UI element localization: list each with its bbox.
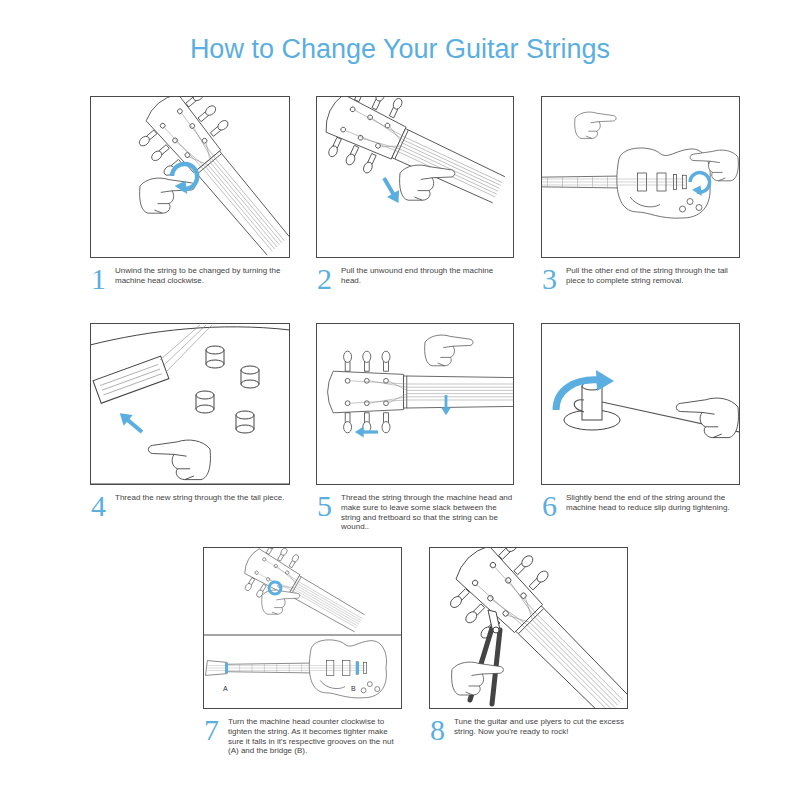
step-number: 4 xyxy=(91,491,106,521)
part-label: A xyxy=(222,685,229,692)
part-label: B xyxy=(350,685,357,692)
step-panel: 6Slightly bend the end of the string aro… xyxy=(541,323,740,485)
step-number: 1 xyxy=(91,264,106,294)
step-number: 8 xyxy=(430,715,445,745)
step-panel: 3Pull the other end of the string throug… xyxy=(541,96,740,258)
step-number: 2 xyxy=(317,264,332,294)
step-caption: Unwind the string to be changed by turni… xyxy=(115,266,291,286)
step-panel: 8Tune the guitar and use plyers to cut t… xyxy=(429,547,628,709)
step-caption: Pull the other end of the string through… xyxy=(566,266,741,286)
step-panel: 2Pull the unwound end through the machin… xyxy=(316,96,514,258)
step-caption: Turn the machine head counter clockwise … xyxy=(228,717,403,756)
step-number: 6 xyxy=(542,491,557,521)
step-panel: 5Thread the string through the machine h… xyxy=(316,323,514,485)
diagram-title: How to Change Your Guitar Strings xyxy=(0,34,800,65)
step-number: 5 xyxy=(317,491,332,521)
step-caption: Pull the unwound end through the machine… xyxy=(341,266,515,286)
step-panel: 4Thread the new string through the the t… xyxy=(90,323,290,485)
step-caption: Slightly bend the end of the string arou… xyxy=(566,493,741,513)
step-number: 7 xyxy=(204,715,219,745)
step-panel: 7Turn the machine head counter clockwise… xyxy=(203,547,402,709)
step-caption: Thread the string through the machine he… xyxy=(341,493,515,532)
step-caption: Thread the new string through the the ta… xyxy=(115,493,291,503)
step-panel: 1Unwind the string to be changed by turn… xyxy=(90,96,290,258)
step-number: 3 xyxy=(542,264,557,294)
step-caption: Tune the guitar and use plyers to cut th… xyxy=(454,717,629,737)
